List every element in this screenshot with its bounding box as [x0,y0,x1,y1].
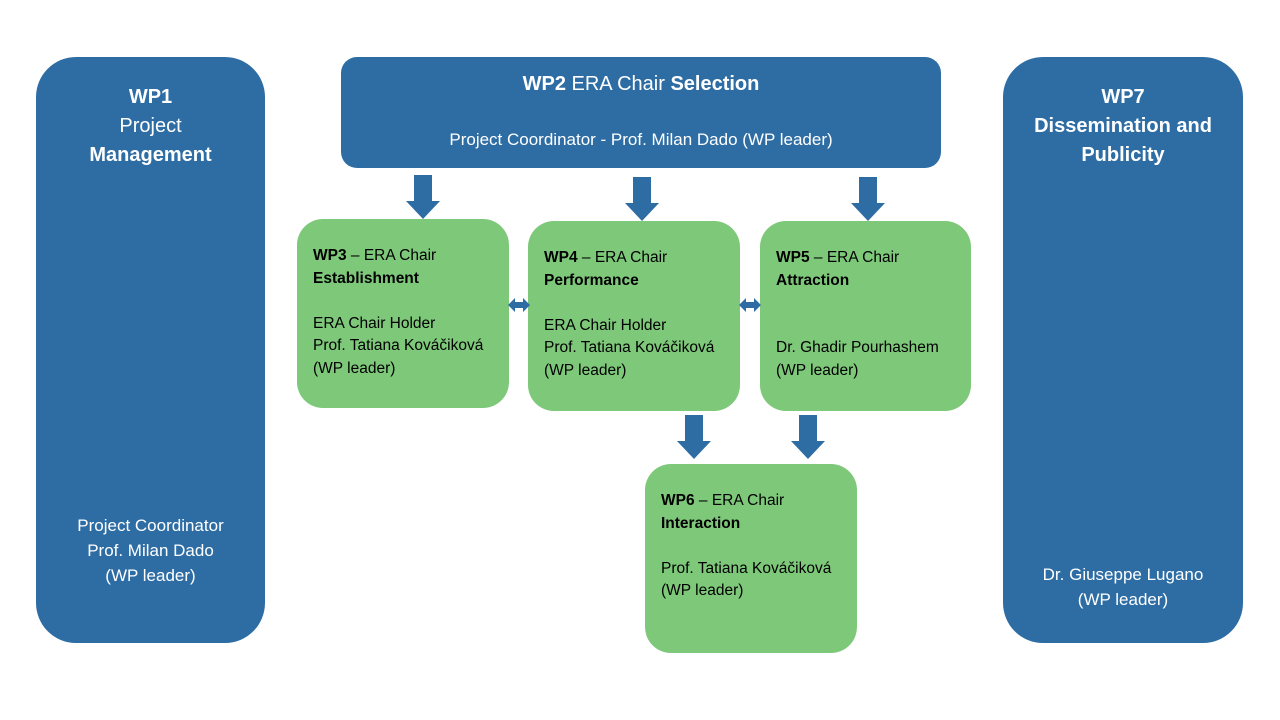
wp2-box: WP2 ERA Chair Selection Project Coordina… [341,57,941,168]
wp3-title-bold: Establishment [313,269,419,287]
wp7-title-line2: Publicity [1081,144,1165,166]
wp4-title-rest: – ERA Chair [577,249,668,266]
wp4-id: WP4 [544,249,578,266]
wp2-title-end: Selection [670,73,760,95]
wp4-line: ERA Chair Holder [544,316,667,334]
wp4-title-bold: Performance [544,271,639,289]
wp6-line: Prof. Tatiana Kováčiková [661,559,832,577]
wp3-title: WP3 – ERA Chair [313,245,509,268]
arrow-wp2-to-wp4-icon [625,177,659,221]
wp5-line: Dr. Ghadir Pourhashem [776,339,939,356]
wp6-title-rest: – ERA Chair [694,492,785,509]
wp7-leader-line: (WP leader) [1077,590,1169,609]
wp1-title: WP1 Project Management [36,83,265,170]
wp3-title-rest: – ERA Chair [346,247,437,264]
wp2-subtitle: Project Coordinator - Prof. Milan Dado (… [449,130,833,149]
wp4-box: WP4 – ERA Chair Performance ERA Chair Ho… [528,221,740,411]
wp5-title-rest: – ERA Chair [809,249,900,266]
wp4-line: (WP leader) [544,361,627,379]
double-arrow-wp3-wp4-icon [508,298,530,312]
wp3-box: WP3 – ERA Chair Establishment ERA Chair … [297,219,509,408]
wp7-leader: Dr. Giuseppe Lugano (WP leader) [1003,562,1243,612]
wp5-id: WP5 [776,249,810,266]
wp6-id: WP6 [661,492,695,509]
wp1-leader-line: (WP leader) [105,566,196,585]
wp6-box: WP6 – ERA Chair Interaction Prof. Tatian… [645,464,857,653]
wp1-title-line1: Project [119,115,182,137]
double-arrow-wp4-wp5-icon [739,298,761,312]
wp1-box: WP1 Project Management Project Coordinat… [36,57,265,643]
arrow-wp5-to-wp6-icon [791,415,825,459]
arrow-wp4-to-wp6-icon [677,415,711,459]
wp3-line: ERA Chair Holder [313,314,436,332]
wp2-title: WP2 ERA Chair Selection [341,71,941,97]
wp2-id: WP2 [522,73,566,95]
wp7-box: WP7 Dissemination and Publicity Dr. Gius… [1003,57,1243,643]
wp6-title: WP6 – ERA Chair [661,490,857,513]
wp4-line: Prof. Tatiana Kováčiková [544,339,715,356]
wp7-id: WP7 [1101,86,1145,108]
wp4-title: WP4 – ERA Chair [544,247,740,270]
wp5-box: WP5 – ERA Chair Attraction Dr. Ghadir Po… [760,221,971,411]
wp5-line: (WP leader) [776,361,859,379]
wp7-leader-line: Dr. Giuseppe Lugano [1042,565,1204,584]
wp5-title-bold: Attraction [776,271,850,289]
wp6-title-bold: Interaction [661,514,741,532]
wp5-title: WP5 – ERA Chair [776,247,971,270]
wp3-id: WP3 [313,247,347,264]
arrow-wp2-to-wp3-icon [406,175,440,219]
arrow-wp2-to-wp5-icon [851,177,885,221]
wp3-line: Prof. Tatiana Kováčiková [313,337,484,354]
wp1-leader-line: Project Coordinator [77,516,224,535]
wp1-leader: Project Coordinator Prof. Milan Dado (WP… [36,513,265,588]
wp7-title: WP7 Dissemination and Publicity [1003,83,1243,170]
wp1-leader-line: Prof. Milan Dado [87,541,214,560]
wp3-line: (WP leader) [313,359,396,377]
wp1-title-line2: Management [89,144,212,166]
wp2-title-mid: ERA Chair [571,73,665,95]
wp6-line: (WP leader) [661,582,744,599]
wp1-id: WP1 [128,86,173,108]
wp7-title-line1: Dissemination and [1034,115,1212,137]
